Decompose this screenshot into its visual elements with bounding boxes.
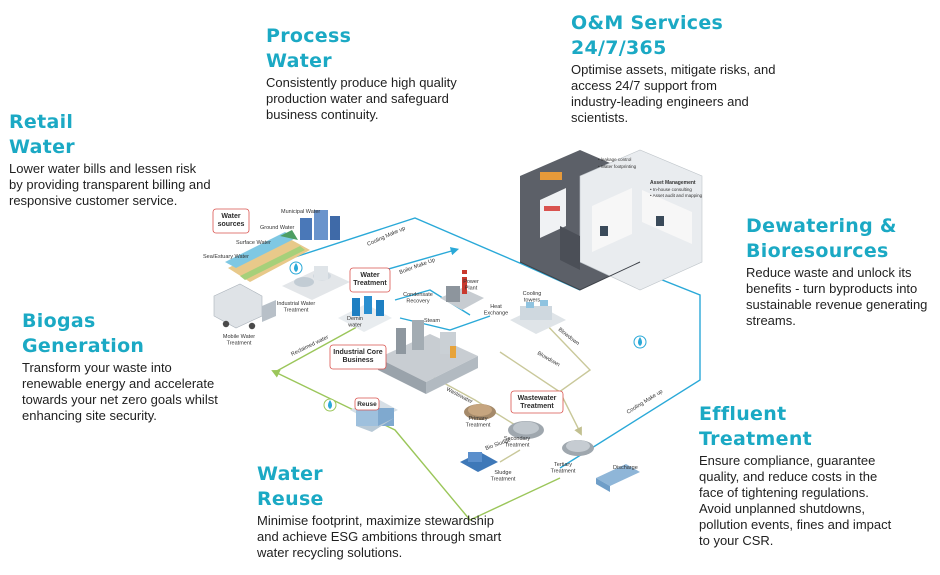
cooling-towers-illustration <box>510 300 566 334</box>
effluent-section: Effluent Treatment Ensure compliance, gu… <box>699 402 929 549</box>
biogas-section: Biogas Generation Transform your waste i… <box>22 309 262 424</box>
in-house-consulting-label: • In-house consulting <box>650 187 692 192</box>
retail-water-section: Retail Water Lower water bills and lesse… <box>9 110 249 209</box>
industrial-plant-illustration <box>378 320 478 394</box>
ground-water-label: Ground Water <box>260 225 295 231</box>
sea-water-label: Sea/Estuary Water <box>203 254 249 260</box>
steam-label: Steam <box>424 318 440 324</box>
cooling-makeup-right-label: Cooling Make up <box>626 389 664 416</box>
municipal-water-label: Municipal Water <box>281 209 320 215</box>
dewatering-section: Dewatering & Bioresources Reduce waste a… <box>746 214 936 329</box>
retail-water-title: Retail Water <box>9 111 75 158</box>
wastewater-label: Wastewater <box>445 386 473 405</box>
water-sources-illustration <box>225 210 340 282</box>
om-services-description: Optimise assets, mitigate risks, and acc… <box>571 62 776 125</box>
asset-audit-label: • Asset audit and mapping <box>650 193 703 198</box>
boiler-makeup-line <box>377 247 460 273</box>
process-water-description: Consistently produce high quality produc… <box>266 75 457 122</box>
blowdown-2-label: Blowdown <box>536 351 561 369</box>
om-office-illustration <box>519 149 703 291</box>
effluent-description: Ensure compliance, guarantee quality, an… <box>699 453 892 548</box>
droplet-icon <box>633 335 647 349</box>
dewatering-description: Reduce waste and unlock its benefits - t… <box>746 265 928 328</box>
blowdown-line-1 <box>539 317 592 396</box>
dewatering-title: Dewatering & Bioresources <box>746 215 897 262</box>
reuse-box: Reuse <box>354 397 380 411</box>
reclaimed-water-label: Reclaimed water <box>290 334 330 357</box>
effluent-title: Effluent Treatment <box>699 403 813 450</box>
demin-water-illustration <box>338 296 392 332</box>
process-water-title: Process Water <box>266 25 352 72</box>
water-footprinting-label: • Water footprinting <box>598 164 637 169</box>
wastewater-treatment-illustration <box>460 404 594 472</box>
asset-management-label: Asset Management <box>650 180 696 186</box>
discharge-label: Discharge <box>613 465 638 471</box>
industrial-water-treatment-illustration <box>282 266 350 300</box>
droplet-icon <box>289 261 303 275</box>
blowdown-1-label: Blowdown <box>557 327 580 347</box>
mobile-truck-illustration <box>213 283 276 330</box>
power-plant-illustration <box>440 270 484 310</box>
discharge-illustration <box>596 464 640 492</box>
process-water-section: Process Water Consistently produce high … <box>266 24 526 123</box>
sludge-line <box>499 449 521 463</box>
om-services-section: O&M Services 24/7/365 Optimise assets, m… <box>571 11 871 126</box>
cooling-makeup-top-label: Cooling Make up <box>366 226 406 248</box>
biogas-description: Transform your waste into renewable ener… <box>22 360 218 423</box>
water-reuse-description: Minimise footprint, maximize stewardship… <box>257 513 502 560</box>
water-reuse-title: Water Reuse <box>257 463 324 510</box>
reuse-label: Reuse <box>357 401 377 408</box>
surface-water-label: Surface Water <box>236 240 271 246</box>
biogas-title: Biogas Generation <box>22 310 145 357</box>
droplet-icon <box>323 398 337 412</box>
leakage-control-label: • leakage control <box>598 157 631 162</box>
retail-water-description: Lower water bills and lessen risk by pro… <box>9 161 211 208</box>
water-reuse-section: Water Reuse Minimise footprint, maximize… <box>257 462 557 561</box>
om-services-title: O&M Services 24/7/365 <box>571 12 724 59</box>
